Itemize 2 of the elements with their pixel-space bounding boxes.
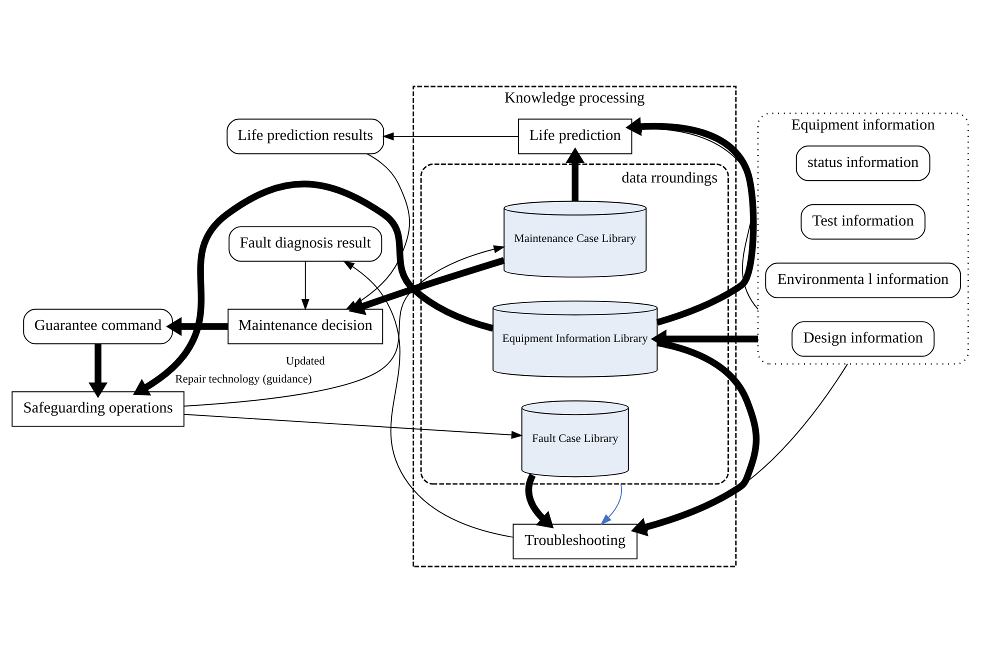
edge-label: Repair technology (guidance)	[175, 373, 312, 386]
edge-label: Updated	[286, 355, 325, 368]
